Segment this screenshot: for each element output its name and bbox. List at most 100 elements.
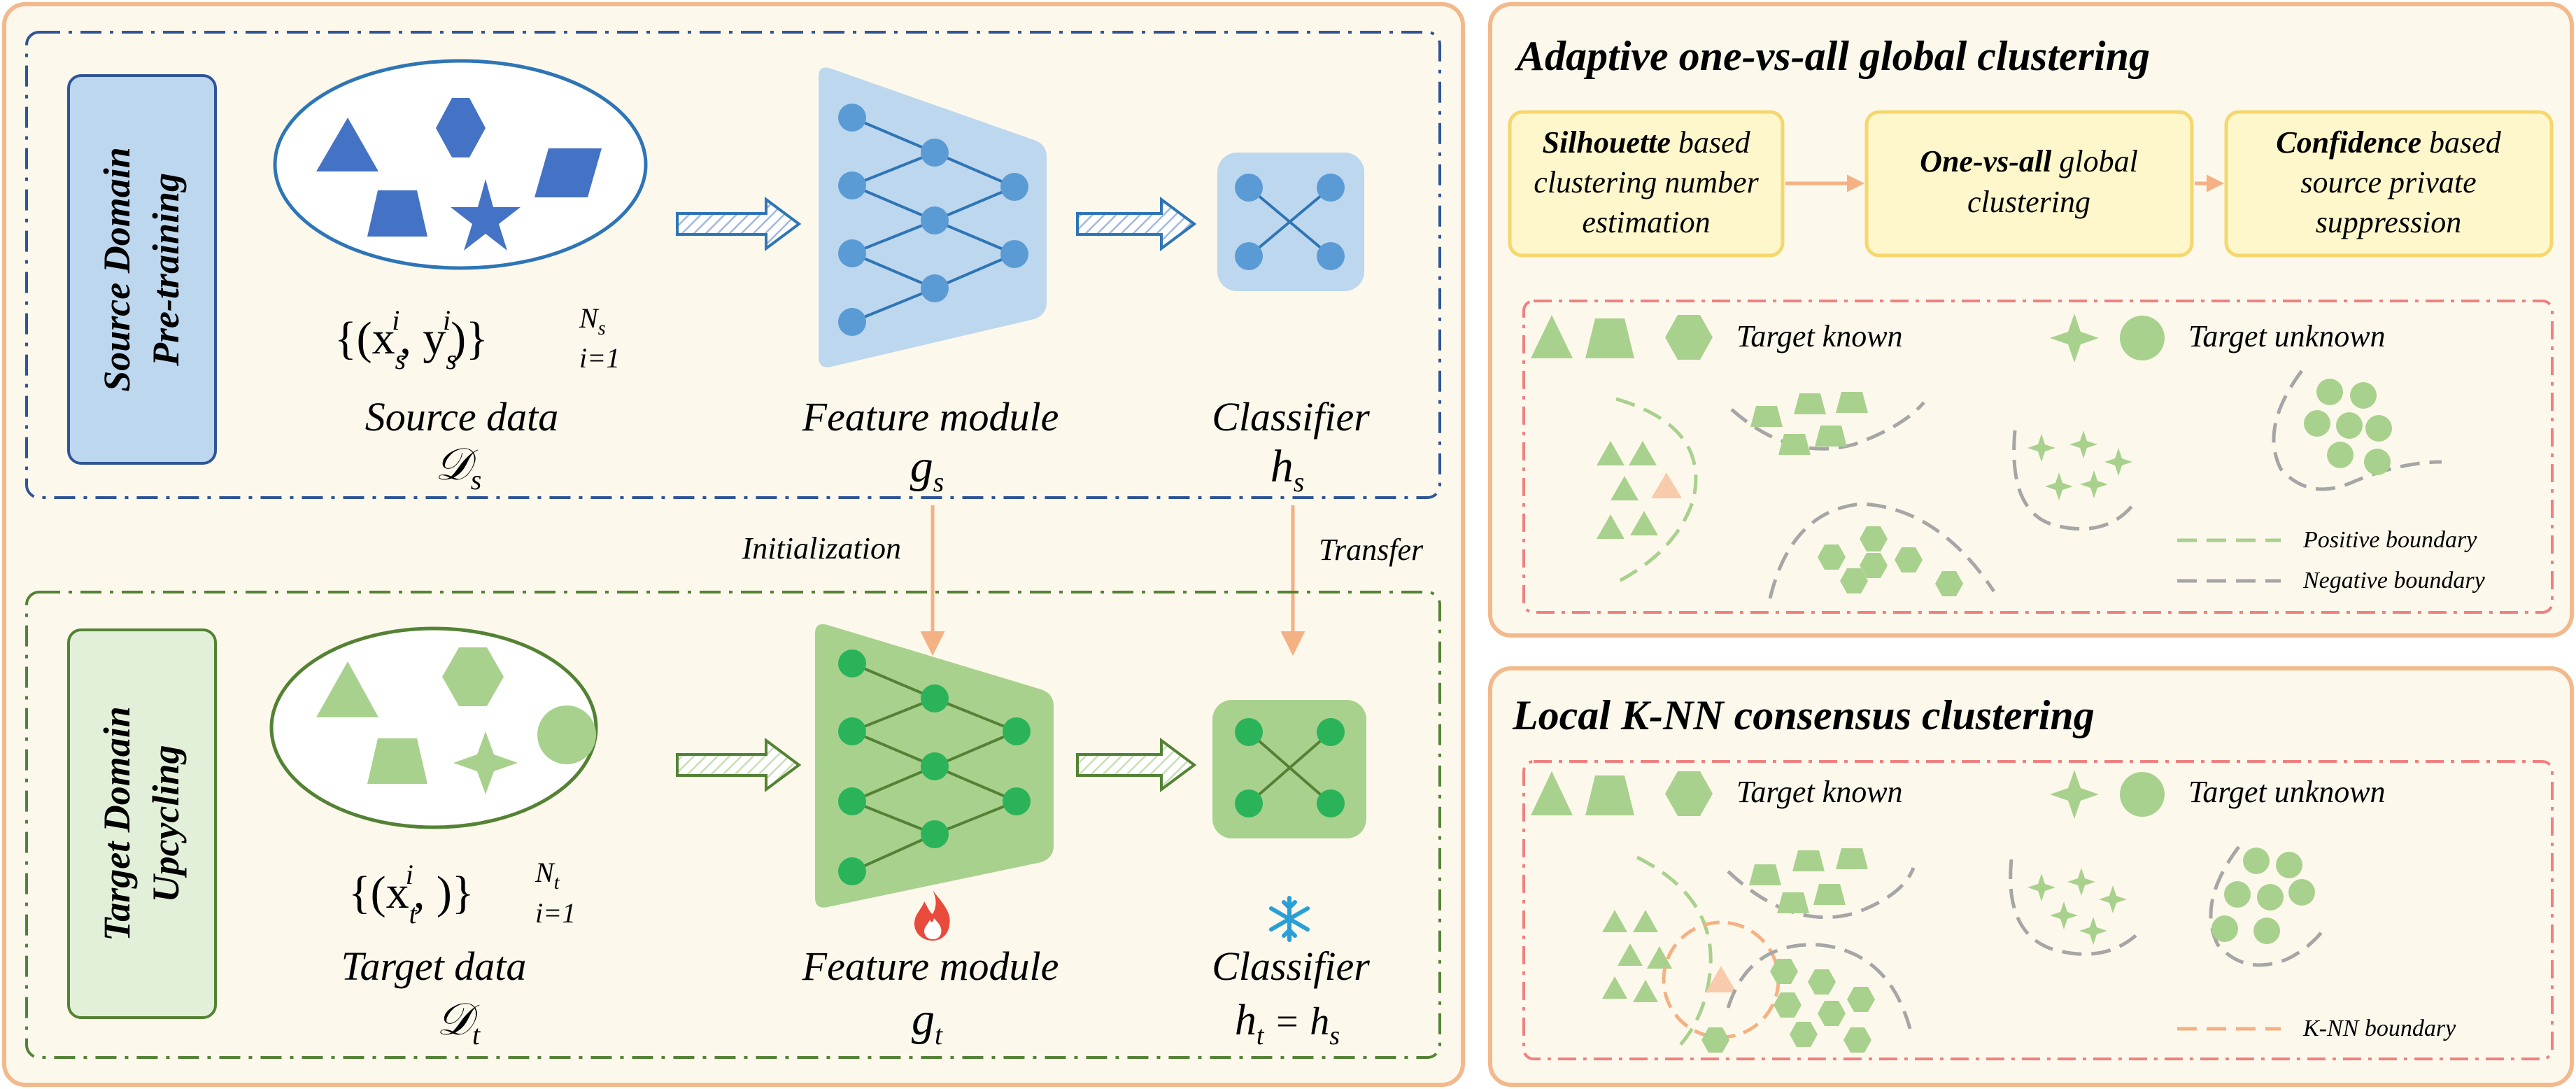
four-point-star-shape-icon: [2050, 314, 2099, 363]
hexagon-shape-icon: [1665, 771, 1713, 816]
fire-icon: [914, 890, 950, 941]
source-formula-limit-bottom: i=1: [579, 342, 620, 374]
source-classifier-caption: Classifier: [1212, 394, 1370, 440]
source-arrow-to-feature: [676, 197, 802, 251]
target-classifier-symbol: ht = hs: [1235, 997, 1340, 1051]
step-silhouette-text: Silhouette based: [1542, 125, 1750, 160]
source-classifier-edges: [1247, 186, 1332, 258]
initialization-label: Initialization: [742, 531, 901, 565]
source-section-label-line1: Source Domain: [96, 147, 138, 392]
target-data-caption: Target data: [341, 943, 527, 989]
step-confidence-line2: source private: [2300, 165, 2476, 199]
step-one-vs-all-text: One-vs-all global: [1920, 144, 2138, 178]
source-section-border: [25, 31, 1441, 499]
local-cluster-trapezoids: [1727, 848, 1916, 920]
source-network-edges: [851, 116, 1015, 323]
step-silhouette-line3: estimation: [1582, 205, 1710, 239]
local-panel-frame: [1488, 666, 2574, 1087]
hexagon-shape-icon: [436, 98, 486, 157]
triangle-shape-icon: [1531, 315, 1573, 358]
trapezoid-shape-icon: [1585, 318, 1634, 358]
step-box-one-vs-all: [1864, 110, 2194, 258]
source-data-ellipse: [273, 59, 648, 270]
target-arrow-to-classifier: [1076, 738, 1197, 792]
step-silhouette-line2: clustering number: [1534, 165, 1759, 199]
target-classifier-caption: Classifier: [1212, 943, 1370, 989]
cluster-circles: [2272, 370, 2442, 491]
source-section-label-line2: Pre-training: [145, 173, 187, 367]
trapezoid-shape-icon: [367, 190, 427, 237]
negative-boundary-label: Negative boundary: [2302, 568, 2486, 593]
source-classifier-symbol: hs: [1271, 441, 1305, 498]
global-illustration-frame: [1522, 300, 2554, 614]
star-shape-icon: [451, 179, 521, 251]
target-section-border: [25, 591, 1441, 1059]
step-box-confidence: [2224, 110, 2554, 258]
global-legend-unknown: Target unknown: [2188, 319, 2386, 353]
source-classifier-nodes: [1235, 174, 1345, 270]
cluster-triangles-positive: [1597, 397, 1698, 586]
left-panel: Source Domain Pre-training {(xsi, ysi)} …: [2, 2, 1465, 1087]
local-legend-unknown: Target unknown: [2188, 775, 2386, 809]
cluster-trapezoids: [1730, 392, 1925, 455]
local-cluster-stars: [2009, 859, 2142, 956]
triangle-shape-icon: [316, 118, 378, 171]
target-classifier-edges: [1247, 731, 1332, 805]
source-formula-limit-top: Ns: [579, 302, 606, 339]
source-feature-caption: Feature module: [802, 394, 1059, 440]
hexagon-shape-icon: [1665, 315, 1713, 360]
target-network-nodes: [838, 649, 1031, 885]
local-illustration-frame: [1522, 760, 2554, 1060]
cluster-hexagons: [1768, 502, 1996, 599]
target-formula-limit-top: Nt: [535, 857, 560, 894]
positive-boundary-label: Positive boundary: [2302, 527, 2477, 553]
target-section-label-box: [67, 628, 217, 1019]
global-legend-known: Target known: [1736, 319, 1903, 353]
target-classifier-nodes: [1235, 718, 1345, 817]
knn-boundary-label: K-NN boundary: [2302, 1016, 2456, 1041]
local-cluster-circles: [2209, 845, 2324, 967]
trapezoid-shape-icon: [367, 738, 427, 784]
target-network-edges: [851, 662, 1017, 873]
four-point-star-shape-icon: [453, 731, 518, 794]
source-section-label-box: [67, 74, 217, 465]
step-box-silhouette: [1508, 110, 1785, 258]
four-point-star-shape-icon: [2050, 770, 2099, 819]
source-dataset-formula: {(xsi, ysi)}: [334, 304, 488, 375]
step-confidence-text: Confidence based: [2276, 125, 2501, 160]
target-feature-symbol: gt: [912, 994, 943, 1051]
source-data-caption: Source data: [365, 394, 559, 440]
local-legend-known: Target known: [1736, 775, 1903, 809]
local-cluster-hexagons: [1701, 943, 1912, 1053]
trapezoid-shape-icon: [1585, 775, 1634, 815]
target-arrow-to-feature: [676, 738, 802, 792]
source-feature-symbol: gs: [910, 441, 944, 498]
triangle-shape-icon: [1531, 771, 1573, 815]
local-clustering-panel: Local K-NN consensus clustering Target k…: [1488, 666, 2574, 1087]
step-one-vs-all-line2: clustering: [1967, 185, 2090, 219]
circle-shape-icon: [2120, 772, 2165, 817]
triangle-shape-icon: [316, 661, 378, 717]
step-confidence-line3: suppression: [2316, 205, 2462, 239]
highlight-triangle: [1651, 472, 1682, 498]
hexagon-shape-icon: [442, 647, 504, 706]
target-formula-limit-bottom: i=1: [535, 897, 576, 929]
target-dataset-formula: {(xti, )}: [348, 859, 474, 929]
circle-shape-icon: [537, 705, 596, 764]
cluster-stars: [2012, 430, 2135, 531]
highlight-triangle: [1706, 966, 1736, 992]
target-section-label-line2: Upcycling: [145, 745, 187, 903]
circle-shape-icon: [2120, 316, 2165, 360]
target-section: Target Domain Upcycling: [25, 591, 1441, 1059]
source-arrow-to-classifier: [1076, 197, 1197, 251]
parallelogram-shape-icon: [535, 148, 602, 197]
target-section-label-line1: Target Domain: [96, 706, 138, 941]
source-network-nodes: [838, 104, 1028, 336]
snowflake-icon: [1269, 896, 1310, 942]
local-panel-title: Local K-NN consensus clustering: [1512, 692, 2095, 738]
target-feature-caption: Feature module: [802, 943, 1059, 989]
global-panel-title: Adaptive one-vs-all global clustering: [1514, 33, 2150, 79]
source-section: Source Domain Pre-training {(xsi, ysi)} …: [25, 31, 1441, 499]
transfer-label: Transfer: [1319, 533, 1424, 567]
